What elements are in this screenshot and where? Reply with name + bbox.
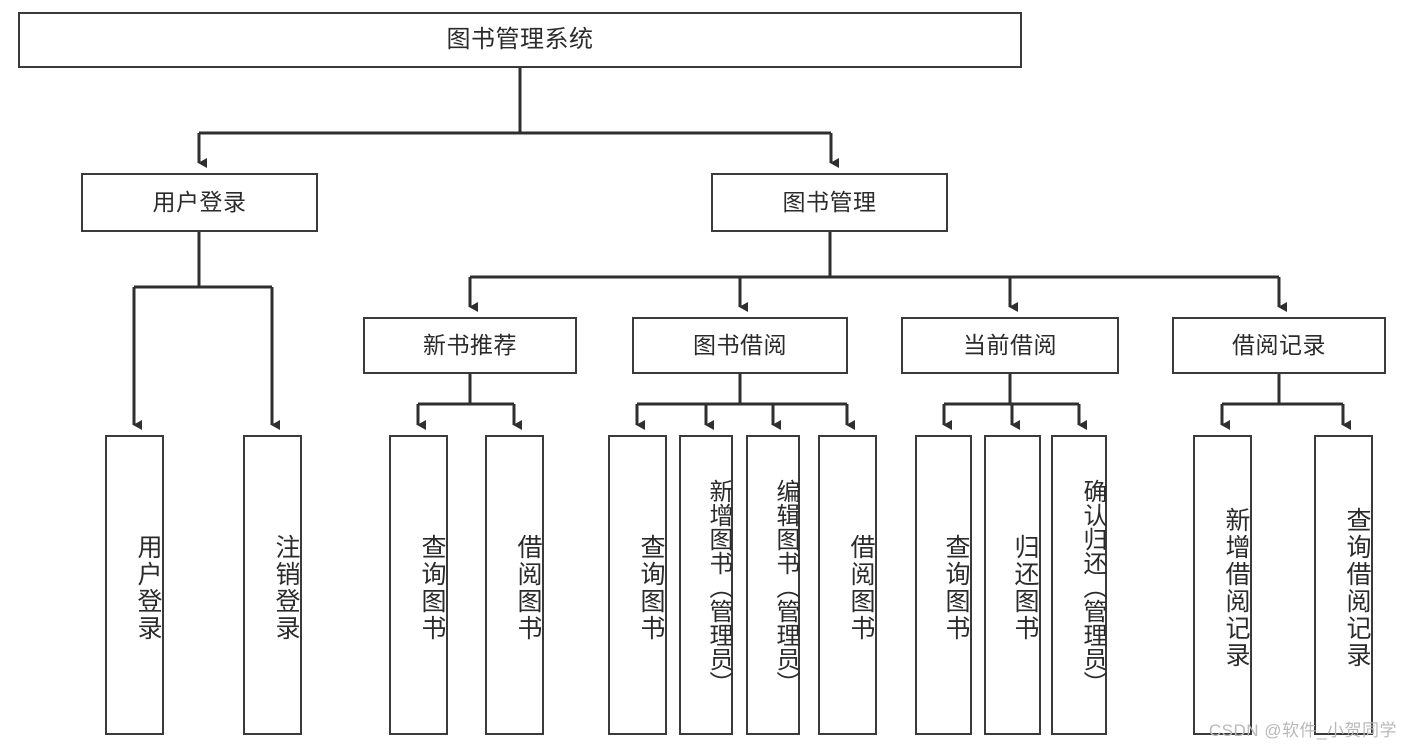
- node-current-borrow-label: 当前借阅: [963, 331, 1057, 358]
- leaf-query-borrow-record[interactable]: 查询借阅记录: [1314, 435, 1373, 735]
- leaf-add-borrow-record[interactable]: 新增借阅记录: [1193, 435, 1252, 735]
- leaf-borrow-books-recommend[interactable]: 借阅图书: [485, 435, 544, 735]
- leaf-confirm-return-admin-label: 确认归还（管理员）: [1079, 478, 1106, 695]
- node-borrow-records[interactable]: 借阅记录: [1172, 317, 1386, 374]
- leaf-add-book-admin[interactable]: 新增图书（管理员）: [679, 435, 733, 735]
- leaf-add-borrow-record-label: 新增借阅记录: [1222, 507, 1250, 669]
- node-root-label: 图书管理系统: [446, 25, 594, 53]
- leaf-return-book[interactable]: 归还图书: [984, 435, 1041, 735]
- leaf-return-book-label: 归还图书: [1011, 534, 1039, 642]
- node-root[interactable]: 图书管理系统: [18, 12, 1022, 68]
- node-book-borrow[interactable]: 图书借阅: [632, 317, 848, 374]
- node-new-book-recommend-label: 新书推荐: [423, 331, 517, 358]
- leaf-query-books-current-label: 查询图书: [942, 534, 970, 642]
- node-new-book-recommend[interactable]: 新书推荐: [363, 317, 577, 374]
- node-book-borrow-label: 图书借阅: [693, 331, 787, 358]
- leaf-query-borrow-record-label: 查询借阅记录: [1343, 507, 1371, 669]
- node-book-management-label: 图书管理: [782, 188, 877, 215]
- leaf-edit-book-admin[interactable]: 编辑图书（管理员）: [746, 435, 800, 735]
- leaf-user-login[interactable]: 用户登录: [105, 435, 164, 735]
- leaf-borrow-books-recommend-label: 借阅图书: [514, 534, 542, 642]
- node-user-login[interactable]: 用户登录: [81, 173, 318, 232]
- node-book-management[interactable]: 图书管理: [711, 173, 948, 232]
- leaf-confirm-return-admin[interactable]: 确认归还（管理员）: [1051, 435, 1107, 735]
- node-user-login-label: 用户登录: [152, 188, 247, 215]
- leaf-user-logout[interactable]: 注销登录: [243, 435, 302, 735]
- leaf-edit-book-admin-label: 编辑图书（管理员）: [772, 478, 799, 695]
- node-current-borrow[interactable]: 当前借阅: [901, 317, 1119, 374]
- csdn-watermark: CSDN @软件_小贺同学: [1208, 721, 1397, 740]
- leaf-borrow-book-label: 借阅图书: [847, 534, 875, 642]
- node-borrow-records-label: 借阅记录: [1232, 331, 1326, 358]
- leaf-user-logout-label: 注销登录: [272, 534, 300, 642]
- leaf-query-books-recommend[interactable]: 查询图书: [389, 435, 448, 735]
- leaf-query-books-borrow[interactable]: 查询图书: [608, 435, 667, 735]
- leaf-query-books-borrow-label: 查询图书: [637, 534, 665, 642]
- leaf-query-books-recommend-label: 查询图书: [418, 534, 446, 642]
- leaf-add-book-admin-label: 新增图书（管理员）: [705, 478, 732, 695]
- leaf-borrow-book[interactable]: 借阅图书: [818, 435, 877, 735]
- leaf-user-login-label: 用户登录: [134, 534, 162, 642]
- leaf-query-books-current[interactable]: 查询图书: [915, 435, 972, 735]
